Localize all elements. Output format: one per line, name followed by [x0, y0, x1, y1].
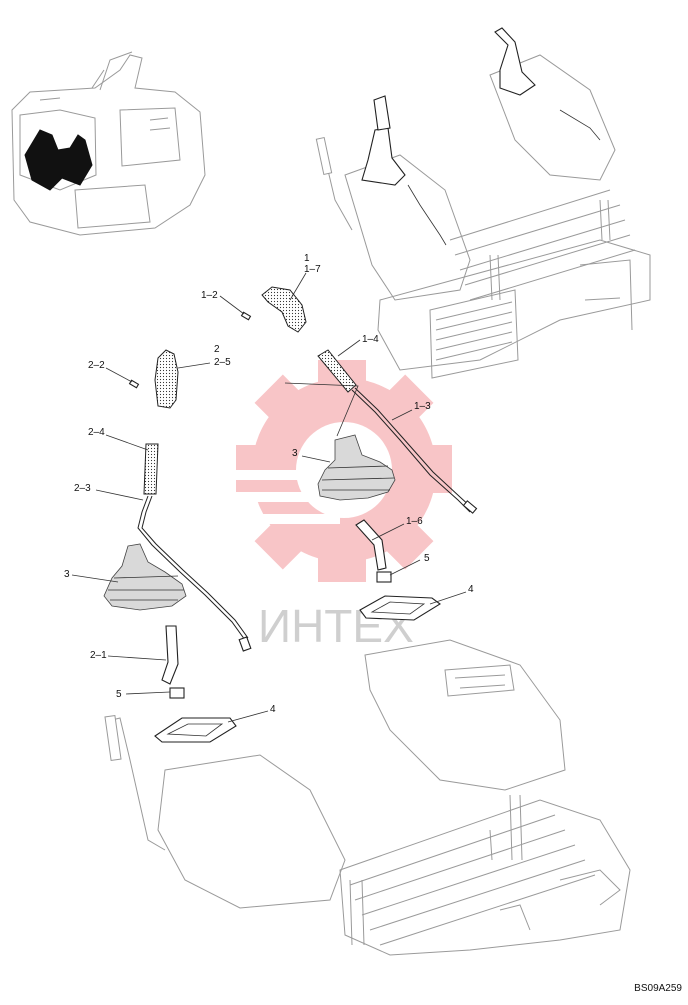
callout-2-2: 2–2	[88, 360, 105, 371]
callout-1-6: 1–6	[406, 516, 423, 527]
machine-locator-view	[11, 51, 206, 236]
part-2-4-lever	[143, 443, 159, 495]
part-3-boot-left	[103, 543, 187, 611]
part-1-grip	[261, 286, 307, 333]
callout-2: 2	[214, 344, 220, 355]
part-1-6-tube	[355, 519, 387, 571]
callout-5-left: 5	[116, 689, 122, 700]
callout-2-5: 2–5	[214, 357, 231, 368]
callout-3-right: 3	[292, 448, 298, 459]
callout-1-3: 1–3	[414, 401, 431, 412]
callout-1-7: 1–7	[304, 264, 321, 275]
callout-2-4: 2–4	[88, 427, 105, 438]
part-3-boot-right	[317, 434, 396, 501]
part-4-plate-left	[154, 717, 237, 743]
part-5-bushing-left	[169, 687, 185, 699]
callout-labels: 1 1–7 1–2 1–4 1–3 2 2–5 2–2 2–4 2–3 3 3 …	[64, 253, 474, 715]
part-2-1-tube	[161, 625, 179, 685]
callout-2-3: 2–3	[74, 483, 91, 494]
leader-lines	[71, 272, 467, 723]
part-1-4-lever	[317, 349, 357, 393]
part-2-3-cable	[137, 495, 252, 652]
part-1-3-cable	[351, 387, 478, 514]
part-5-bushing-right	[376, 571, 392, 583]
callout-4-left: 4	[270, 704, 276, 715]
document-code: BS09A259	[634, 983, 682, 994]
callout-3-left: 3	[64, 569, 70, 580]
callout-2-1: 2–1	[90, 650, 107, 661]
part-4-plate-right	[359, 595, 441, 621]
callout-1-4: 1–4	[362, 334, 379, 345]
part-2-5-grip	[154, 349, 179, 409]
upper-console-assembly	[315, 27, 651, 379]
callout-1: 1	[304, 253, 310, 264]
lower-console-assembly	[104, 639, 631, 956]
callout-4-right: 4	[468, 584, 474, 595]
callout-1-2: 1–2	[201, 290, 218, 301]
callout-5-right: 5	[424, 553, 430, 564]
